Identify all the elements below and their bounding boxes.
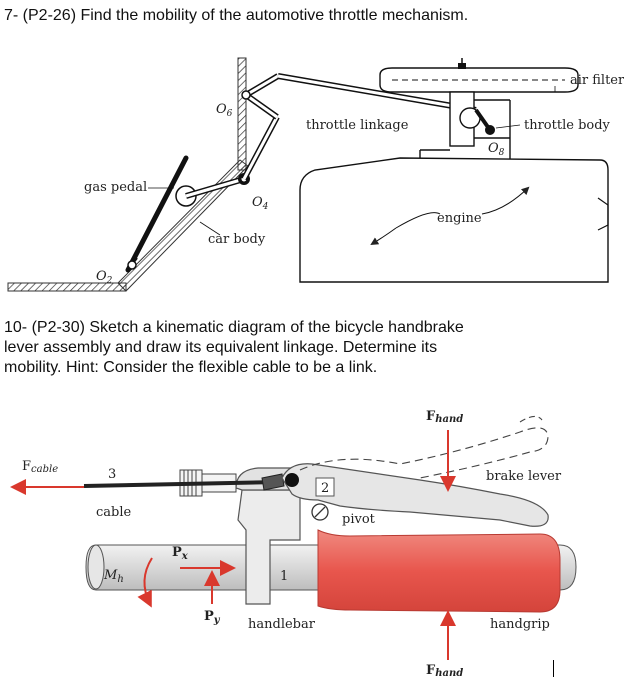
f-hand-bottom-label: F xyxy=(426,663,436,678)
svg-text:Fhand: Fhand xyxy=(426,663,463,679)
handlebar-label: handlebar xyxy=(248,617,316,632)
throttle-figure: gas pedal car body throttle linkage air … xyxy=(7,57,624,292)
svg-text:Fcable: Fcable xyxy=(22,459,58,475)
svg-text:Py: Py xyxy=(204,609,221,626)
o6-pivot xyxy=(241,90,251,100)
firewall-ground xyxy=(237,57,247,171)
problem-10-line-2: lever assembly and draw its equivalent l… xyxy=(4,339,438,356)
svg-text:Px: Px xyxy=(172,545,189,562)
brake-lever-label: brake lever xyxy=(486,469,562,484)
f-cable-label: F xyxy=(22,459,31,474)
o4-label: O xyxy=(252,195,263,210)
problem-10-statement: 10- (P2-30) Sketch a kinematic diagram o… xyxy=(4,318,564,378)
cable-pin xyxy=(285,473,299,487)
svg-text:O2: O2 xyxy=(96,269,113,286)
throttle-linkage-label: throttle linkage xyxy=(306,118,409,133)
svg-text:Mh: Mh xyxy=(103,568,124,585)
f-hand-top-label: F xyxy=(426,409,436,424)
throttle-body-label: throttle body xyxy=(524,118,611,133)
mh-label: M xyxy=(103,568,118,583)
brake-lever-link-2 xyxy=(281,463,549,527)
link-1-label: 1 xyxy=(280,569,288,584)
problem-7-statement: 7- (P2-26) Find the mobility of the auto… xyxy=(4,7,469,24)
cable-link-3 xyxy=(83,480,281,488)
air-filter-label: air filter xyxy=(570,73,624,88)
svg-text:O4: O4 xyxy=(252,195,269,212)
engine-block xyxy=(299,157,609,283)
clamp-body-link-1 xyxy=(237,489,301,605)
lever-squeezed-outline xyxy=(299,427,549,479)
mh-moment-arrow xyxy=(137,557,153,608)
o2-label: O xyxy=(96,269,107,284)
link-3-label: 3 xyxy=(108,467,116,482)
gas-pedal-label: gas pedal xyxy=(84,180,147,195)
handgrip xyxy=(317,529,561,613)
cable-label: cable xyxy=(96,505,132,520)
o6-label: O xyxy=(216,102,227,117)
problem-10-line-3: mobility. Hint: Consider the flexible ca… xyxy=(4,359,378,376)
o2-pivot xyxy=(127,260,137,270)
air-filter xyxy=(379,67,579,93)
pivot-label: pivot xyxy=(342,512,376,527)
gas-pedal xyxy=(125,155,189,273)
svg-text:O6: O6 xyxy=(216,102,233,119)
handbrake-figure: Fcable 3 cable Mh Px Py 1 2 pivot handle… xyxy=(10,409,577,679)
problem-10-line-1: 10- (P2-30) Sketch a kinematic diagram o… xyxy=(4,319,464,336)
engine-label: engine xyxy=(437,211,482,226)
link-2-label: 2 xyxy=(321,481,329,496)
o8-label: O xyxy=(488,141,499,156)
handgrip-label: handgrip xyxy=(490,617,550,632)
svg-text:Fhand: Fhand xyxy=(426,409,463,425)
text-cursor xyxy=(553,660,554,677)
px-label: P xyxy=(172,545,182,560)
car-body-label: car body xyxy=(208,232,266,247)
py-label: P xyxy=(204,609,214,624)
svg-text:O8: O8 xyxy=(488,141,505,158)
